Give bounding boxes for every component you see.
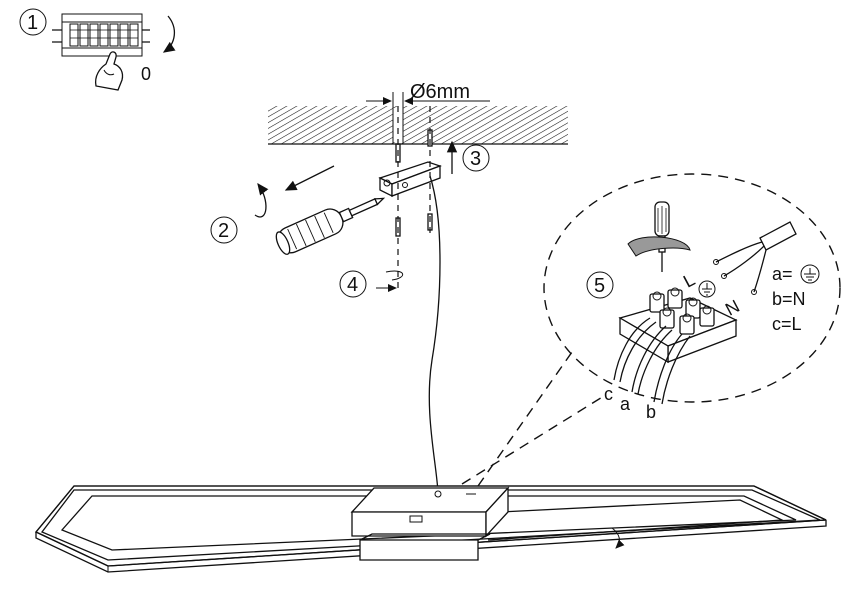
earth-symbol-icon: [800, 264, 820, 284]
step5-number: 5: [594, 275, 605, 297]
step1-number: 1: [27, 12, 38, 34]
step4-group: 4: [339, 270, 403, 298]
legend-b: b=N: [772, 289, 806, 309]
fuse-box-icon: [52, 13, 150, 57]
wiring-detail: 5: [543, 173, 841, 422]
switch-off-label: 0: [141, 64, 151, 84]
lamp-rotate-icon: [611, 527, 625, 549]
wire-c-label: c: [604, 384, 613, 404]
legend-c: c=L: [772, 314, 802, 334]
step1-circle: [19, 8, 47, 36]
rotate-small-icon: [385, 270, 403, 281]
drill-guides: [397, 106, 431, 290]
internal-wires: [613, 317, 691, 405]
step2-group: 2: [210, 165, 386, 255]
step3-number: 3: [470, 148, 481, 170]
terminal-earth-icon: [698, 280, 716, 298]
screwdriver-icon: [275, 197, 386, 255]
terminal-block: [618, 287, 738, 364]
step2-circle: [210, 216, 238, 244]
step1-group: 1 0: [19, 8, 176, 91]
legend-a: a=: [772, 264, 793, 284]
step3-circle: [462, 144, 490, 172]
rotate-arrow-icon-2: [627, 236, 691, 257]
switch-off-arrow-icon: [162, 15, 176, 53]
ceiling-canopy: [350, 486, 625, 561]
ceiling: [268, 106, 568, 145]
step3-group: 3: [446, 140, 490, 174]
wire-legend: a= b=N c=L: [772, 264, 820, 334]
suspension-cable: [428, 175, 441, 493]
hand-icon: [94, 51, 124, 91]
hole-diameter-label: Ø6mm: [410, 81, 470, 103]
step2-number: 2: [218, 220, 229, 242]
wire-a-label: a: [620, 394, 631, 414]
step4-circle: [339, 270, 367, 298]
detail-callout-lines: [461, 351, 605, 487]
terminal-l-label: L: [680, 269, 698, 291]
rotate-arrow-icon: [254, 182, 269, 218]
direction-arrow-icon: [284, 165, 335, 191]
hole-dimension: Ø6mm: [366, 81, 490, 108]
mains-cable: [713, 221, 797, 295]
step5-circle: [586, 271, 614, 299]
step4-number: 4: [347, 274, 358, 296]
mounting-bracket: [378, 161, 442, 198]
wire-b-label: b: [646, 402, 656, 422]
